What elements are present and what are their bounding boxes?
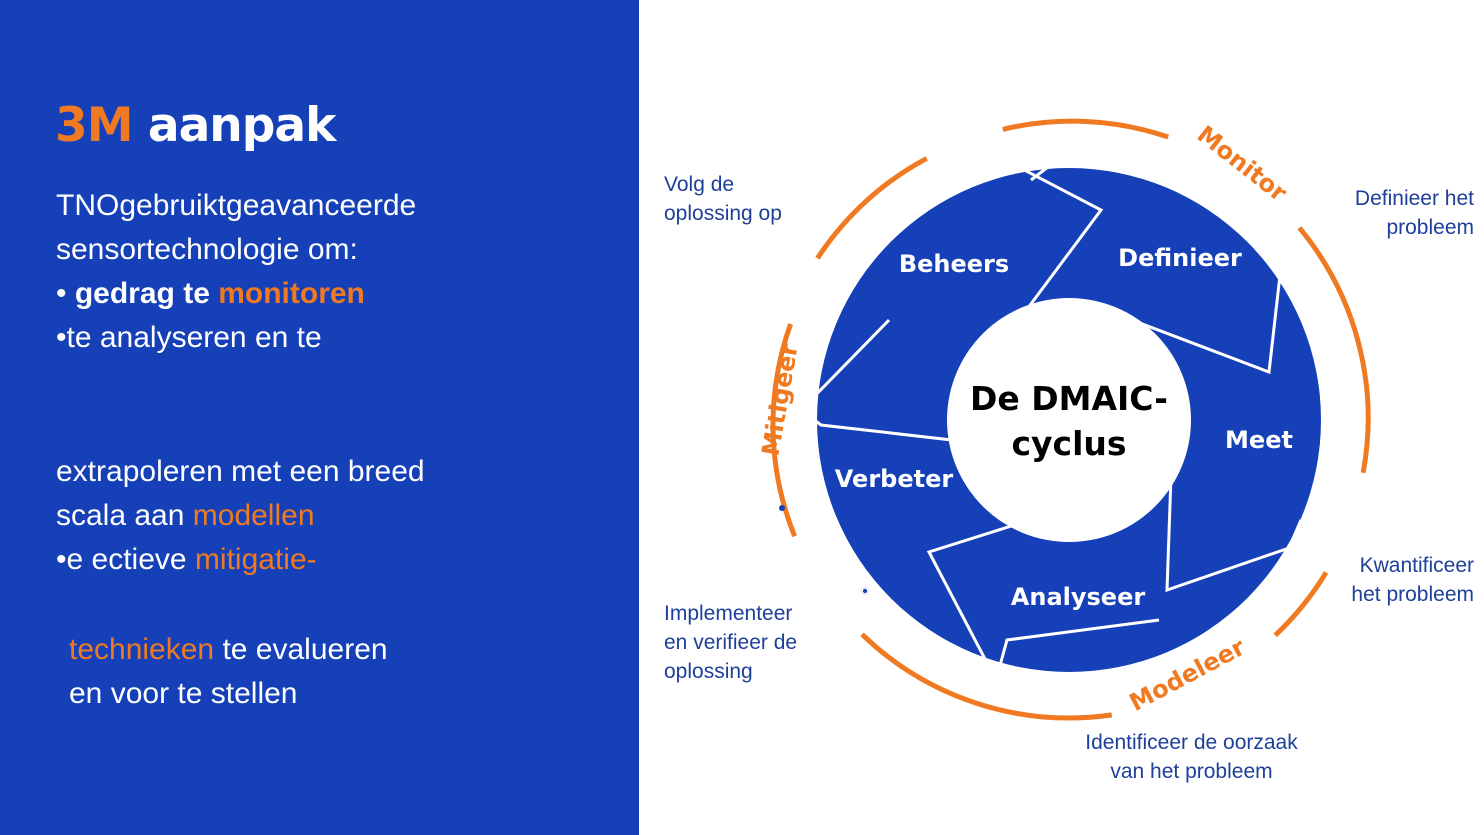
arrow-beheers-outline <box>885 148 1104 321</box>
closing-text: technieken te evalueren en voor te stell… <box>69 628 388 716</box>
annotation-kwantificeer: Kwantificeer het probleem <box>1351 551 1474 609</box>
annotation-kwantificeer-line-2: het probleem <box>1351 583 1474 606</box>
arrow-analyseer-outline <box>926 520 1160 685</box>
center-title-line-2: cyclus <box>1011 424 1126 463</box>
annotation-volg-line-1: Volg de <box>664 173 735 196</box>
ring-arc-lower-right <box>1273 571 1329 638</box>
annotation-kwantificeer-line-1: Kwantificeer <box>1359 554 1474 577</box>
ring-arc-bottom <box>860 632 1113 721</box>
annotation-identificeer-line-2: van het probleem <box>1110 760 1273 783</box>
middle-line-2-pre: scala aan <box>56 499 193 532</box>
annotation-definieer-line-1: Definieer het <box>1354 187 1474 210</box>
keyword-mitigatie: mitigatie- <box>194 543 317 576</box>
middle-line-2: scala aan modellen <box>56 494 425 538</box>
annotation-definieer-line-2: probleem <box>1386 216 1474 239</box>
bullet-marker: • <box>56 277 75 310</box>
annotation-implementeer: Implementeer en verifieer de oplossing <box>664 599 797 686</box>
annotation-implementeer-line-3: oplossing <box>664 660 753 683</box>
annotation-volg: Volg de oplossing op <box>664 170 782 228</box>
step-analyseer: Analyseer <box>1011 583 1146 611</box>
title-rest: aanpak <box>147 98 337 153</box>
closing-line-1: technieken te evalueren <box>69 628 388 672</box>
step-beheers: Beheers <box>899 250 1009 278</box>
ring-label-monitor: Monitor <box>1192 120 1292 207</box>
middle-line-3: •e ectieve mitigatie- <box>56 538 425 582</box>
cycle-hub <box>947 298 1191 542</box>
intro-line-2: sensortechnologie om: <box>56 233 358 266</box>
keyword-technieken: technieken <box>69 633 215 666</box>
step-verbeter: Verbeter <box>835 465 954 493</box>
intro-line-1: TNOgebruiktgeavanceerde <box>56 189 417 222</box>
annotation-definieer: Definieer het probleem <box>1355 184 1474 242</box>
left-panel: 3M aanpak TNOgebruiktgeavanceerde sensor… <box>0 0 639 835</box>
dmaic-cycle-graphic: De DMAIC- cyclus Beheers Definieer Meet … <box>756 118 1371 721</box>
ring-arc-top <box>1002 118 1170 140</box>
dmaic-diagram: De DMAIC- cyclus Beheers Definieer Meet … <box>639 0 1484 835</box>
annotation-implementeer-line-1: Implementeer <box>664 602 793 625</box>
middle-line-1: extrapoleren met een breed <box>56 455 425 488</box>
bullet-analyse: •te analyseren en te <box>56 321 322 354</box>
bullet-monitor-bold: gedrag te <box>74 277 219 310</box>
step-meet: Meet <box>1225 426 1293 454</box>
annotation-implementeer-line-2: en verifieer de <box>664 631 798 654</box>
closing-line-1-post: te evalueren <box>214 633 388 666</box>
ring-arc-right <box>1297 226 1371 474</box>
decor-dot-1 <box>779 505 785 511</box>
middle-text: extrapoleren met een breed scala aan mod… <box>56 450 425 582</box>
decor-dot-2-core <box>862 588 868 594</box>
page-title: 3M aanpak <box>55 98 337 154</box>
bullet-monitor: • gedrag te monitoren <box>56 272 416 316</box>
ring-arc-left <box>770 323 797 538</box>
intro-text: TNOgebruiktgeavanceerde sensortechnologi… <box>56 184 416 360</box>
bullet-monitor-keyword: monitoren <box>218 277 365 310</box>
arrow-verbeter-outline <box>798 318 970 444</box>
ring-label-mitigeer: Mitigeer <box>756 341 803 458</box>
outer-ring <box>770 118 1371 721</box>
arrow-meet-outline <box>1165 447 1303 593</box>
arrow-separators <box>798 148 1303 685</box>
center-title-line-1: De DMAIC- <box>970 379 1168 418</box>
step-definieer: Definieer <box>1118 244 1242 272</box>
closing-line-2: en voor te stellen <box>69 677 298 710</box>
annotation-volg-line-2: oplossing op <box>664 202 782 225</box>
arrow-definieer-outline <box>1030 158 1286 375</box>
ring-arc-upper-left <box>815 156 928 260</box>
title-highlight: 3M <box>55 98 133 153</box>
annotation-identificeer: Identificeer de oorzaak van het probleem <box>1039 728 1344 786</box>
annotation-identificeer-line-1: Identificeer de oorzaak <box>1085 731 1298 754</box>
middle-line-3-pre: •e ectieve <box>56 543 195 576</box>
keyword-modellen: modellen <box>192 499 315 532</box>
